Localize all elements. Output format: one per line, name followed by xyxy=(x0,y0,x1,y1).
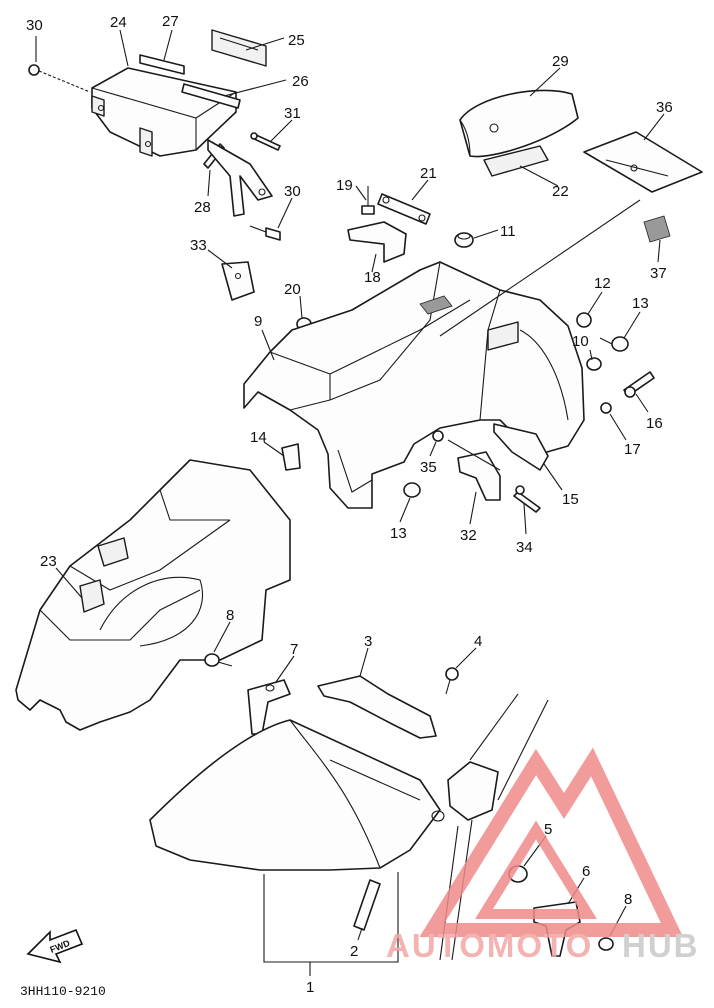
part-18-bracket xyxy=(347,221,407,263)
part-2-spacer xyxy=(353,879,381,931)
part-14-clip xyxy=(281,443,301,471)
part-36-plate xyxy=(583,131,703,193)
part-11-grommet xyxy=(454,232,474,248)
watermark-logo: AUTOMOTO HUB xyxy=(386,747,700,964)
part-32-stay xyxy=(457,451,501,501)
part-26-strip xyxy=(181,83,241,109)
callout-30: 30 xyxy=(26,17,43,34)
callout-5: 5 xyxy=(544,821,552,838)
callout-8: 8 xyxy=(624,891,632,908)
part-37-pad xyxy=(643,215,671,243)
callout-labels: 30 24 27 25 26 31 28 30 19 21 29 36 22 1… xyxy=(26,13,673,996)
part-8-bolt-a xyxy=(204,653,233,667)
part-21-bracket xyxy=(377,193,431,225)
callout-26: 26 xyxy=(292,73,309,90)
callout-7: 7 xyxy=(290,641,298,658)
part-16-bolt xyxy=(623,371,655,398)
watermark-text-a: AUTOMOTO xyxy=(386,927,593,964)
fwd-arrow-icon: FWD xyxy=(26,928,84,964)
part-22-gasket xyxy=(483,145,549,177)
callout-18: 18 xyxy=(364,269,381,286)
leader-lines xyxy=(35,29,665,976)
part-30-bolt-a xyxy=(28,64,91,93)
part-1-front-fender xyxy=(149,719,445,871)
callout-2: 2 xyxy=(350,943,358,960)
callout-13: 13 xyxy=(390,525,407,542)
part-19-bolt xyxy=(361,186,375,215)
callout-35: 35 xyxy=(420,459,437,476)
callout-22: 22 xyxy=(552,183,569,200)
part-17-washer xyxy=(600,402,612,414)
part-8-bolt-b xyxy=(598,937,614,951)
part-29-lens xyxy=(459,89,579,158)
callout-9: 9 xyxy=(254,313,262,330)
part-13-screw-a xyxy=(599,336,629,352)
callout-15: 15 xyxy=(562,491,579,508)
diagram-code: 3HH110-9210 xyxy=(20,984,106,999)
callout-19: 19 xyxy=(336,177,353,194)
callout-36: 36 xyxy=(656,99,673,116)
part-7-bracket xyxy=(247,679,291,735)
part-31-bolt xyxy=(250,132,281,151)
part-3-stay xyxy=(317,675,437,739)
part-9-rear-fender xyxy=(243,261,585,509)
callout-25: 25 xyxy=(288,32,305,49)
callout-10: 10 xyxy=(572,333,589,350)
part-12-nut xyxy=(576,312,592,328)
part-27-strip xyxy=(139,54,185,75)
callout-28: 28 xyxy=(194,199,211,216)
callout-14: 14 xyxy=(250,429,267,446)
part-4-bolt xyxy=(445,667,459,695)
part-23-inner-fender xyxy=(15,459,291,731)
callout-16: 16 xyxy=(646,415,663,432)
callout-31: 31 xyxy=(284,105,301,122)
callout-4: 4 xyxy=(474,633,482,650)
callout-8: 8 xyxy=(226,607,234,624)
callout-29: 29 xyxy=(552,53,569,70)
callout-12: 12 xyxy=(594,275,611,292)
callout-37: 37 xyxy=(650,265,667,282)
callout-30: 30 xyxy=(284,183,301,200)
callout-34: 34 xyxy=(516,539,533,556)
callout-20: 20 xyxy=(284,281,301,298)
callout-21: 21 xyxy=(420,165,437,182)
callout-13: 13 xyxy=(632,295,649,312)
part-15-bracket xyxy=(493,423,549,471)
callout-27: 27 xyxy=(162,13,179,30)
part-33-clip xyxy=(221,261,255,301)
callout-32: 32 xyxy=(460,527,477,544)
part-25-label xyxy=(211,29,267,67)
part-10-nut xyxy=(586,357,602,371)
part-30-bolt-b xyxy=(249,225,281,241)
part-34-bolt xyxy=(513,485,541,513)
part-13-screw-b xyxy=(403,482,421,498)
callout-1: 1 xyxy=(306,979,314,996)
callout-11: 11 xyxy=(500,223,516,240)
part-bracket-arm xyxy=(207,139,273,217)
callout-3: 3 xyxy=(364,633,372,650)
watermark-text-b: HUB xyxy=(622,927,700,964)
callout-33: 33 xyxy=(190,237,207,254)
part-35-washer xyxy=(432,430,444,442)
callout-6: 6 xyxy=(582,863,590,880)
callout-23: 23 xyxy=(40,553,57,570)
callout-24: 24 xyxy=(110,14,127,31)
callout-17: 17 xyxy=(624,441,641,458)
